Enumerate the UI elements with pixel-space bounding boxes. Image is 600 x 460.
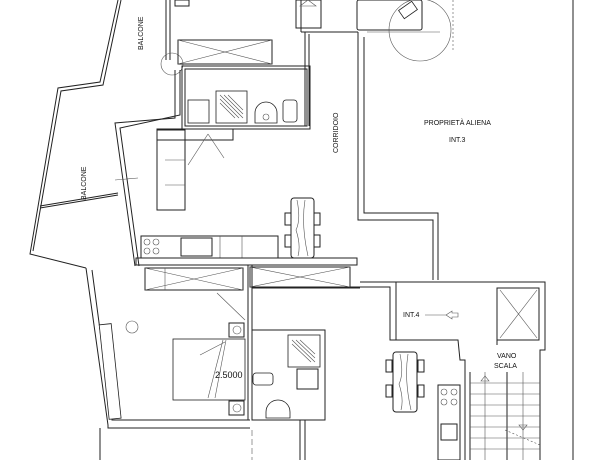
- label-scala: SCALA: [494, 363, 517, 370]
- walls: [85, 0, 574, 460]
- label-corridoio: CORRIDOIO: [333, 112, 340, 153]
- balcony-outline: [29, 0, 122, 269]
- label-int4: INT.4: [403, 312, 419, 319]
- stairs: [469, 372, 541, 460]
- label-proprieta-aliena: PROPRIETÀ ALIENA: [424, 118, 491, 127]
- label-balcone-bottom: BALCONE: [81, 166, 88, 200]
- bed-dimension: 2.5000: [215, 370, 243, 380]
- label-balcone-top: BALCONE: [138, 16, 145, 50]
- label-vano: VANO: [497, 353, 517, 360]
- label-int3: INT.3: [449, 137, 465, 144]
